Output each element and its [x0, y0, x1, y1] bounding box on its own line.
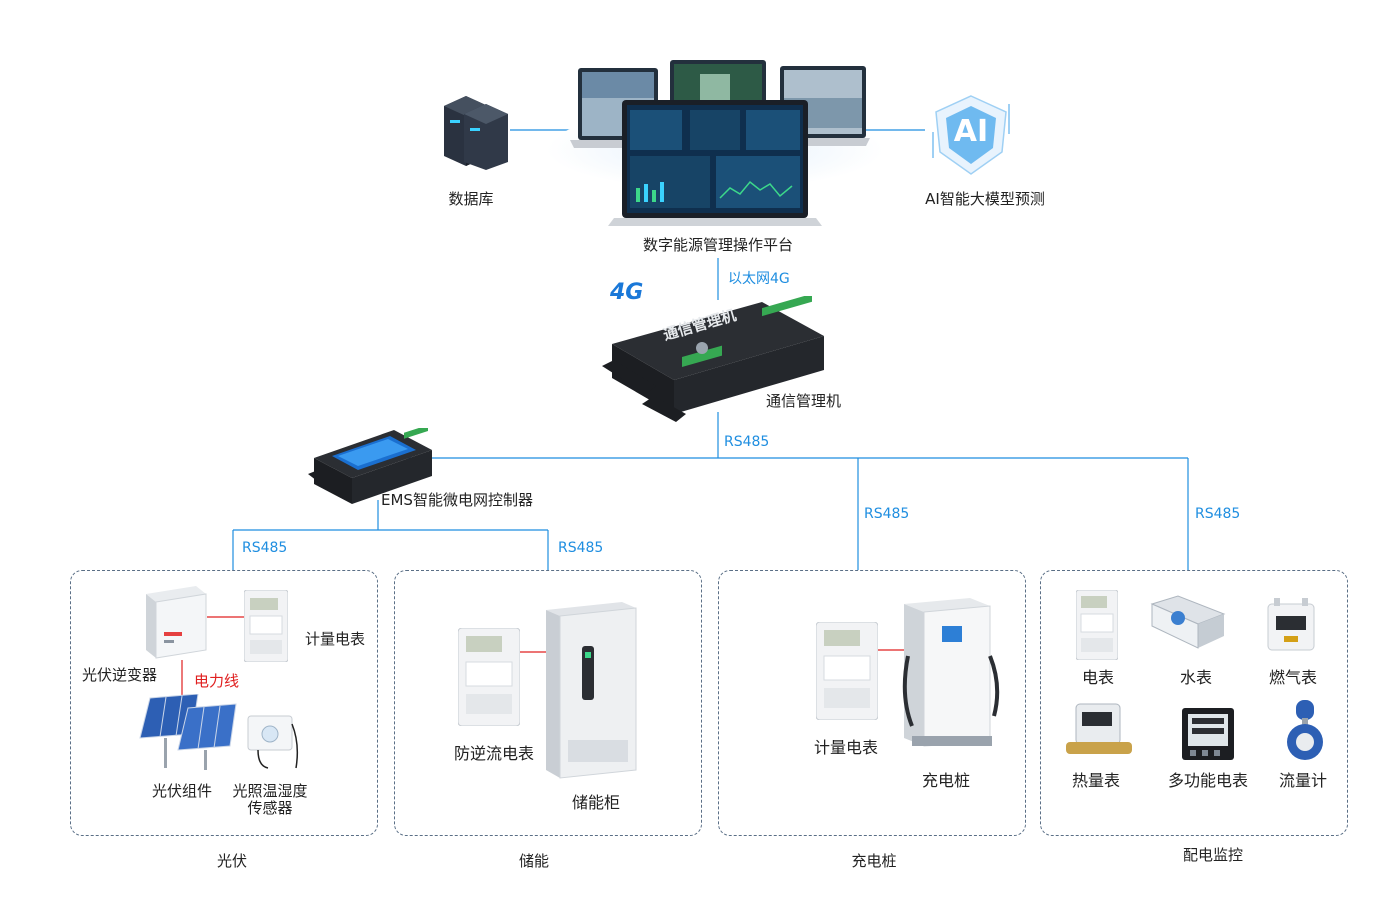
heat-meter-device	[1066, 703, 1132, 754]
group-charger-title: 充电桩	[851, 852, 897, 870]
dist-item-1-label: 电表	[1081, 668, 1115, 687]
charger-meter-label: 计量电表	[813, 738, 879, 757]
gateway-rs485-label: RS485	[724, 434, 770, 450]
dist-item-3-label: 燃气表	[1268, 668, 1318, 687]
group-storage	[394, 570, 702, 836]
pv-panels-label: 光伏组件	[151, 782, 213, 800]
4g-badge: 4G	[610, 280, 644, 305]
pv-sensor-label-line1: 光照温湿度	[232, 782, 308, 800]
ai-label: AI智能大模型预测	[925, 190, 1045, 208]
charger-meter-device	[816, 622, 878, 720]
pv-inverter-device	[146, 586, 207, 659]
storage-meter-label: 防逆流电表	[453, 744, 535, 763]
group-distribution	[1040, 570, 1348, 836]
ai-badge-text: AI	[953, 114, 989, 149]
group-distribution-title: 配电监控	[1182, 846, 1244, 864]
pv-inverter-label: 光伏逆变器	[82, 666, 158, 684]
dist-item-5-label: 多功能电表	[1167, 771, 1249, 790]
charging-pile-label: 充电桩	[921, 771, 971, 790]
group-pv-title: 光伏	[216, 852, 248, 870]
pv-meter-device	[244, 590, 288, 662]
pv-power-line-label: 电力线	[194, 672, 240, 690]
database-label: 数据库	[448, 190, 494, 208]
multifunction-meter-device	[1182, 708, 1234, 760]
gas-meter-device	[1267, 598, 1315, 651]
charger-rs485-label: RS485	[864, 506, 910, 522]
pv-sensor-label-line2: 传感器	[247, 799, 293, 817]
group-charger	[718, 570, 1026, 836]
pv-panels-device	[139, 694, 237, 770]
platform-label: 数字能源管理操作平台	[642, 236, 794, 254]
gateway-device	[602, 296, 824, 422]
storage-rs485-label: RS485	[558, 540, 604, 556]
dist-item-6-label: 流量计	[1278, 771, 1328, 790]
distribution-rs485-label: RS485	[1195, 506, 1241, 522]
ethernet-label: 以太网4G	[728, 271, 790, 287]
ems-label: EMS智能微电网控制器	[381, 491, 533, 509]
platform-screens	[570, 60, 870, 226]
ai-shield-icon	[932, 95, 1010, 175]
dist-item-2-label: 水表	[1179, 668, 1213, 687]
pv-sensor-device	[247, 715, 299, 769]
group-storage-title: 储能	[518, 852, 550, 870]
storage-cabinet-label: 储能柜	[571, 793, 621, 812]
gateway-label: 通信管理机	[766, 392, 842, 410]
storage-meter-device	[458, 628, 520, 726]
storage-cabinet-device	[546, 602, 637, 779]
pv-rs485-label: RS485	[242, 540, 288, 556]
electric-meter-device	[1076, 590, 1118, 660]
pv-meter-label: 计量电表	[305, 630, 366, 648]
charging-pile-device	[902, 598, 1000, 747]
water-meter-device	[1150, 595, 1226, 649]
dist-item-4-label: 热量表	[1071, 771, 1121, 790]
database-server-icon	[444, 96, 508, 170]
flow-meter-device	[1287, 700, 1323, 760]
group-pv	[70, 570, 378, 836]
ems-controller-device	[308, 428, 432, 504]
